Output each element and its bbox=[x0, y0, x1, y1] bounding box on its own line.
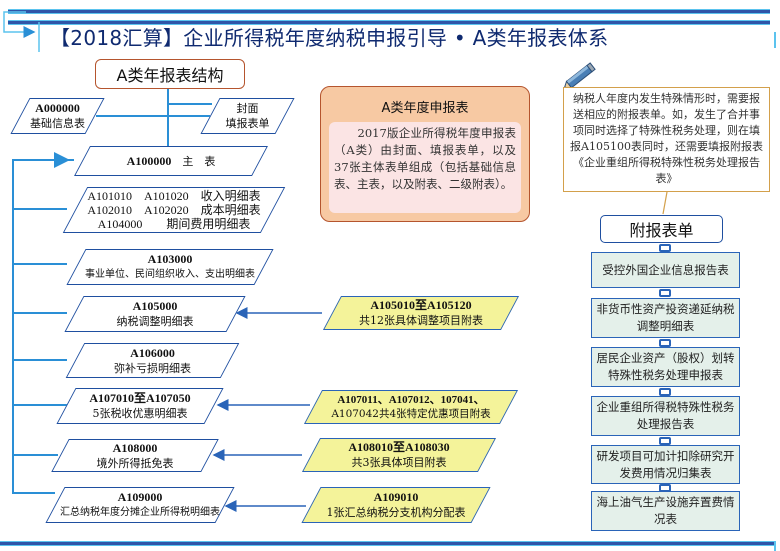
table-A109000[interactable]: A109000 汇总纳税年度分摊企业所得税明细表 bbox=[45, 487, 235, 523]
annual-report-box: A类年度申报表 2017版企业所得税年度申报表（A类）由封面、填报表单，以及37… bbox=[320, 86, 530, 222]
table-label: 主 表 bbox=[182, 154, 216, 168]
table-A108000[interactable]: A108000 境外所得抵免表 bbox=[51, 439, 219, 472]
subtable-A109010[interactable]: A109010 1张汇总纳税分支机构分配表 bbox=[301, 487, 491, 523]
table-code: A106000 bbox=[130, 345, 175, 360]
subtable-label: 共12张具体调整项目附表 bbox=[359, 314, 483, 327]
link-icon bbox=[659, 289, 671, 297]
main-table[interactable]: A100000 主 表 bbox=[74, 146, 268, 176]
subtable-code: A105010至A105120 bbox=[370, 298, 472, 312]
table-A103000[interactable]: A103000 事业单位、民间组织收入、支出明细表 bbox=[66, 249, 274, 285]
table-label: 基础信息表 bbox=[30, 117, 85, 130]
table-label: 汇总纳税年度分摊企业所得税明细表 bbox=[60, 507, 220, 518]
annual-report-title: A类年度申报表 bbox=[381, 101, 469, 116]
subtable-code: A109010 bbox=[373, 490, 419, 504]
attachment-item[interactable]: 非货币性资产投资递延纳税调整明细表 bbox=[591, 298, 740, 338]
bottom-frame-bar bbox=[0, 541, 776, 546]
attachment-item[interactable]: 海上油气生产设施弃置费情况表 bbox=[591, 491, 740, 531]
table-label: 事业单位、民间组织收入、支出明细表 bbox=[85, 269, 255, 280]
link-icon bbox=[659, 339, 671, 347]
table-code: A107010至A107050 bbox=[89, 391, 191, 405]
table-A107010-A107050[interactable]: A107010至A107050 5张税收优惠明细表 bbox=[56, 388, 224, 424]
top-frame-bar-1 bbox=[8, 9, 770, 14]
annual-report-description: 2017版企业所得税年度申报表（A类）由封面、填报表单，以及37张主体表单组成（… bbox=[329, 122, 521, 213]
table-line: A104000 期间费用明细表 bbox=[97, 217, 251, 231]
attachment-item[interactable]: 居民企业资产（股权）划转特殊性税务处理申报表 bbox=[591, 347, 740, 387]
table-label: 纳税调整明细表 bbox=[116, 315, 194, 328]
link-icon bbox=[659, 388, 671, 396]
subtable-code: A107011、A107012、107041、 bbox=[337, 394, 485, 406]
table-A105000[interactable]: A105000 纳税调整明细表 bbox=[64, 296, 246, 332]
table-code: A100000 bbox=[126, 153, 172, 168]
attachment-item[interactable]: 受控外国企业信息报告表 bbox=[591, 252, 740, 288]
income-cost-tables[interactable]: A101010 A101020 收入明细表 A102010 A102020 成本… bbox=[62, 187, 286, 233]
table-code: A103000 bbox=[147, 252, 193, 266]
cover-form[interactable]: 封面 填报表单 bbox=[200, 98, 295, 134]
table-label: 境外所得抵免表 bbox=[96, 456, 174, 470]
table-code: A109000 bbox=[117, 490, 163, 504]
attachment-item[interactable]: 企业重组所得税特殊性税务处理报告表 bbox=[591, 396, 740, 436]
link-icon bbox=[659, 244, 671, 252]
subtable-code: A108010至A108030 bbox=[348, 440, 450, 454]
table-label: 弥补亏损明细表 bbox=[114, 361, 191, 375]
subtable-A107011-A107042[interactable]: A107011、A107012、107041、 A107042共4张特定优惠项目… bbox=[303, 390, 519, 424]
pencil-icon bbox=[563, 62, 596, 89]
structure-title: A类年报表结构 bbox=[95, 59, 245, 89]
table-line: A101010 A101020 收入明细表 bbox=[87, 189, 261, 203]
special-case-note: 纳税人年度内发生特殊情形时，需要报送相应的附报表单。如，发生了合并事项同时选择了… bbox=[563, 87, 770, 192]
table-code: A108000 bbox=[112, 440, 158, 455]
subtable-A105010-A105120[interactable]: A105010至A105120 共12张具体调整项目附表 bbox=[322, 296, 520, 330]
link-icon bbox=[659, 437, 671, 445]
attachments-title: 附报表单 bbox=[600, 215, 723, 243]
page-title: 【2018汇算】企业所得税年度纳税申报引导 • A类年报表体系 bbox=[50, 26, 609, 50]
top-frame-bar-2 bbox=[8, 20, 770, 25]
table-line: A102010 A102020 成本明细表 bbox=[87, 203, 261, 217]
table-code: A000000 bbox=[35, 101, 80, 115]
subtable-label: A107042共4张特定优惠项目附表 bbox=[331, 408, 491, 420]
cover-line1: 封面 bbox=[236, 102, 259, 115]
subtable-A108010-A108030[interactable]: A108010至A108030 共3张具体项目附表 bbox=[301, 438, 497, 472]
table-code: A105000 bbox=[132, 299, 178, 313]
table-label: 5张税收优惠明细表 bbox=[92, 407, 188, 420]
subtable-label: 1张汇总纳税分支机构分配表 bbox=[326, 506, 466, 519]
attachment-item[interactable]: 研发项目可加计扣除研究开发费用情况归集表 bbox=[591, 445, 740, 484]
table-A106000[interactable]: A106000 弥补亏损明细表 bbox=[65, 343, 240, 378]
cover-line2: 填报表单 bbox=[225, 117, 270, 130]
subtable-label: 共3张具体项目附表 bbox=[351, 456, 447, 469]
base-info-table[interactable]: A000000 基础信息表 bbox=[10, 98, 105, 134]
